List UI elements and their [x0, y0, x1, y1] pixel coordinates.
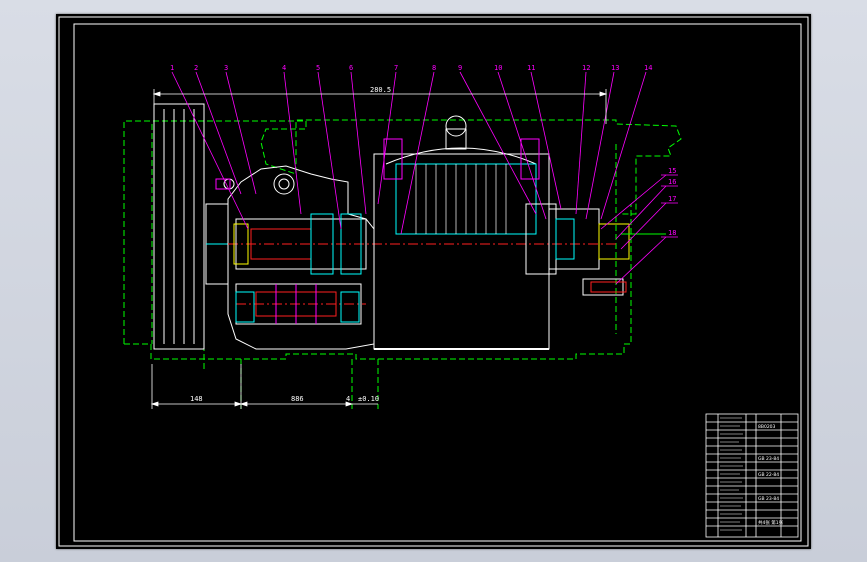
- dimension-middle-segment: 886: [291, 395, 304, 403]
- title-block-scribble: [720, 417, 743, 531]
- cad-drawing-canvas: 1 2 3 4 5 6 7 8 9 10 11 12 13 14 15 16 1…: [58, 16, 809, 547]
- title-block: [705, 413, 799, 538]
- part-number-17: 17: [668, 195, 676, 203]
- part-number-11: 11: [527, 64, 535, 72]
- part-number-6: 6: [349, 64, 353, 72]
- drawing-sheet: 1 2 3 4 5 6 7 8 9 10 11 12 13 14 15 16 1…: [56, 14, 811, 549]
- right-bearing-assembly: [548, 208, 666, 296]
- inner-frame: [73, 23, 802, 542]
- bottom-dimensions: [150, 364, 378, 409]
- v-belt-pulley: [153, 103, 229, 350]
- part-number-15: 15: [668, 167, 676, 175]
- part-number-10: 10: [494, 64, 502, 72]
- title-block-sheet: 共4张 第1张: [758, 519, 784, 526]
- gearbox-housing: [215, 165, 616, 350]
- part-number-12: 12: [582, 64, 590, 72]
- overall-dimension: [152, 89, 608, 124]
- leader-lines: [171, 71, 667, 285]
- part-number-18: 18: [668, 229, 676, 237]
- part-number-2: 2: [194, 64, 198, 72]
- part-number-7: 7: [394, 64, 398, 72]
- part-number-1: 1: [170, 64, 174, 72]
- part-number-5: 5: [316, 64, 320, 72]
- part-number-3: 3: [224, 64, 228, 72]
- title-block-code-4: GB 23-84: [758, 496, 779, 502]
- part-number-4: 4: [282, 64, 286, 72]
- dimension-gap: 4: [346, 395, 350, 403]
- part-callouts: 1 2 3 4 5 6 7 8 9 10 11 12 13 14 15 16 1…: [170, 64, 678, 238]
- part-number-14: 14: [644, 64, 652, 72]
- part-number-9: 9: [458, 64, 462, 72]
- title-block-code-2: GB 23-84: [758, 456, 779, 462]
- dimension-left-segment: 148: [190, 395, 203, 403]
- part-number-16: 16: [668, 178, 676, 186]
- part-number-13: 13: [611, 64, 619, 72]
- dimension-overall-width: 280.5: [370, 86, 391, 94]
- electric-motor: [373, 115, 557, 350]
- gearbox-internals: [233, 213, 367, 325]
- dimension-tolerance: ±0.10: [358, 395, 379, 403]
- title-block-code-3: GB 22-84: [758, 472, 779, 478]
- part-number-8: 8: [432, 64, 436, 72]
- title-block-code-1: 8B0203: [758, 424, 776, 430]
- outer-frame: [58, 16, 809, 547]
